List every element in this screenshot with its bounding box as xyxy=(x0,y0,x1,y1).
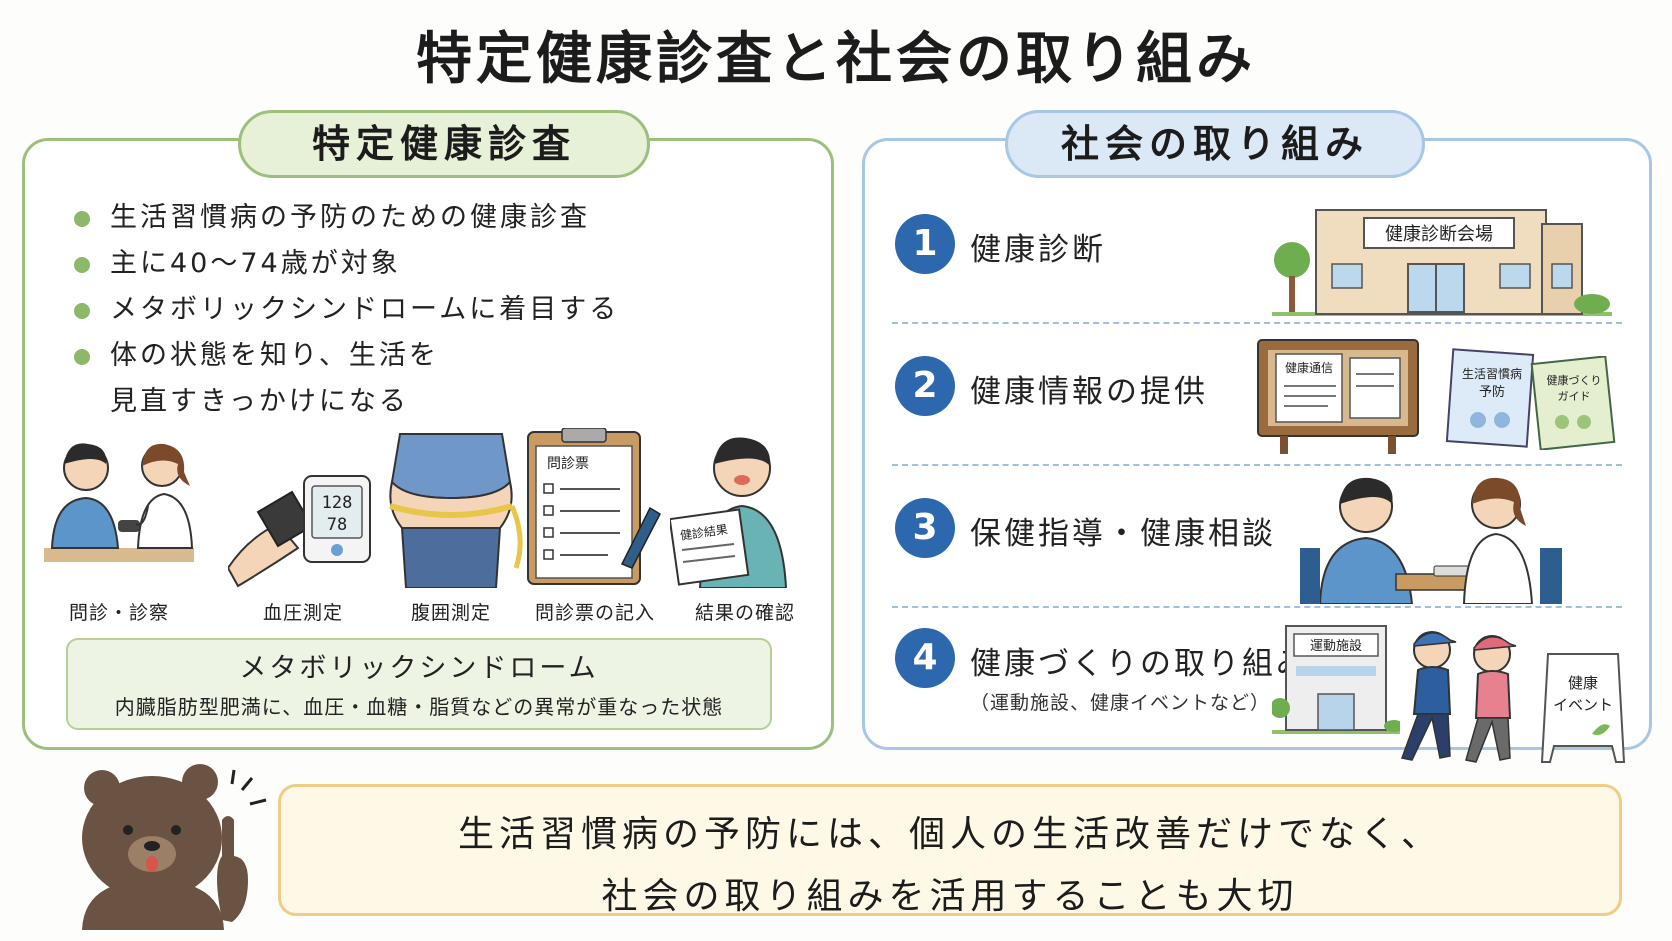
summary-message-box: 生活習慣病の予防には、個人の生活改善だけでなく、 社会の取り組みを活用することも… xyxy=(278,784,1622,917)
waist-measure-illustration xyxy=(376,428,526,589)
item-number-2: 2 xyxy=(895,356,955,416)
booklet-1-line-2: 予防 xyxy=(1479,384,1505,400)
health-counseling-illustration xyxy=(1300,468,1570,605)
bullet-item: 体の状態を知り、生活を見直すきっかけになる xyxy=(72,333,619,425)
health-event-signboard: 健康 イベント xyxy=(1540,650,1626,766)
walking-people-illustration xyxy=(1390,618,1532,766)
booklet-2-line-1: 健康づくり xyxy=(1547,373,1602,387)
item-label-checkup: 健康診断 xyxy=(970,232,1106,268)
health-newsletter-title: 健康通信 xyxy=(1285,360,1333,375)
sports-facility-illustration: 運動施設 xyxy=(1270,622,1404,734)
event-sign-line-2: イベント xyxy=(1553,696,1613,714)
booklet-2-line-2: ガイド xyxy=(1558,390,1591,403)
blood-pressure-illustration: 128 78 xyxy=(226,428,378,588)
social-initiatives-heading: 社会の取り組み xyxy=(1005,110,1425,178)
item-number-4: 4 xyxy=(895,628,955,688)
bp-diastolic-value: 78 xyxy=(327,515,347,535)
checkup-venue-illustration: 健康診断会場 xyxy=(1272,204,1612,316)
lifestyle-disease-booklet: 生活習慣病 予防 xyxy=(1444,348,1536,448)
venue-sign: 健康診断会場 xyxy=(1385,224,1493,245)
caption-blood-pressure: 血圧測定 xyxy=(262,602,343,624)
item-divider xyxy=(892,606,1622,608)
item-divider xyxy=(892,464,1622,466)
caption-results: 結果の確認 xyxy=(694,602,795,624)
bear-mascot xyxy=(72,760,272,930)
booklet-1-line-1: 生活習慣病 xyxy=(1462,366,1522,381)
bullet-item: 主に40～74歳が対象 xyxy=(72,241,619,287)
item-number-1: 1 xyxy=(895,214,955,274)
questionnaire-illustration: 問診票 xyxy=(520,427,670,588)
item-sub-health-promotion: （運動施設、健康イベントなど） xyxy=(970,692,1271,714)
bullet-item: メタボリックシンドロームに着目する xyxy=(72,287,619,333)
facility-sign: 運動施設 xyxy=(1310,638,1362,654)
caption-questionnaire: 問診票の記入 xyxy=(534,602,655,624)
caption-waist: 腹囲測定 xyxy=(410,602,491,624)
item-label-health-promotion: 健康づくりの取り組み xyxy=(970,646,1310,682)
main-title: 特定健康診査と社会の取り組み xyxy=(416,27,1256,92)
item-number-3: 3 xyxy=(895,498,955,558)
summary-line-2: 社会の取り組みを活用することも大切 xyxy=(601,876,1299,917)
metabolic-syndrome-box: メタボリックシンドローム 内臓脂肪型肥満に、血圧・血糖・脂質などの異常が重なった… xyxy=(66,638,772,730)
tokutei-kenshin-heading: 特定健康診査 xyxy=(238,110,650,178)
questionnaire-title: 問診票 xyxy=(547,456,589,472)
bp-systolic-value: 128 xyxy=(322,493,353,513)
consultation-illustration xyxy=(44,428,194,588)
results-check-illustration: 健診結果 xyxy=(668,428,820,589)
bullet-item: 生活習慣病の予防のための健康診査 xyxy=(72,195,619,241)
metabolic-syndrome-desc: 内臓脂肪型肥満に、血圧・血糖・脂質などの異常が重なった状態 xyxy=(114,695,724,719)
item-label-guidance: 保健指導・健康相談 xyxy=(970,516,1276,552)
health-guide-booklet: 健康づくり ガイド xyxy=(1530,355,1616,451)
event-sign-line-1: 健康 xyxy=(1568,674,1598,692)
results-paper-title: 健診結果 xyxy=(679,521,729,543)
summary-line-1: 生活習慣病の予防には、個人の生活改善だけでなく、 xyxy=(457,814,1442,855)
item-divider xyxy=(892,322,1622,324)
kenshin-bullet-list: 生活習慣病の予防のための健康診査 主に40～74歳が対象 メタボリックシンドロー… xyxy=(72,195,619,425)
bulletin-board-illustration: 健康通信 xyxy=(1256,338,1420,454)
caption-consultation: 問診・診察 xyxy=(68,602,169,624)
item-label-health-info: 健康情報の提供 xyxy=(970,374,1208,410)
metabolic-syndrome-title: メタボリックシンドローム xyxy=(239,653,599,684)
